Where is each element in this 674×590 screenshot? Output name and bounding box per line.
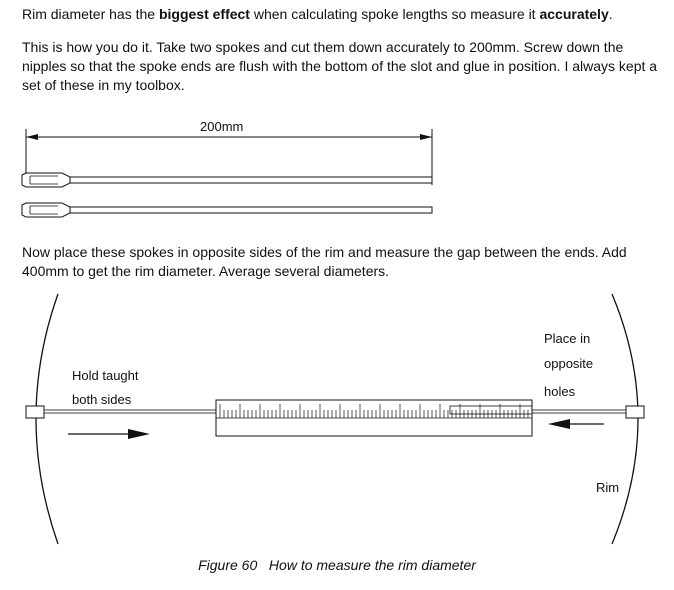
label-rim: Rim — [596, 480, 619, 495]
right-nipple — [625, 405, 645, 419]
label-place-in: Place in — [544, 331, 590, 346]
left-spoke — [43, 409, 217, 414]
rule-slider — [449, 405, 533, 415]
label-opposite: opposite — [544, 356, 593, 371]
intro-paragraph-2: This is how you do it. Take two spokes a… — [22, 39, 658, 93]
label-both-sides: both sides — [72, 392, 132, 407]
p1-text-a: Rim diameter has the — [22, 6, 159, 22]
arrow-left-icon — [548, 419, 604, 429]
rim-arc-left — [35, 293, 59, 545]
dimension-arrow-left — [26, 134, 38, 140]
label-holes: holes — [544, 384, 576, 399]
rim-arc-right — [611, 293, 639, 545]
measuring-rule — [215, 399, 533, 437]
p1-text-c: when calculating spoke lengths so measur… — [249, 6, 540, 22]
rim-measurement-figure: Hold taught both sides Place in opposite… — [25, 293, 645, 545]
spoke-2 — [21, 202, 433, 218]
dimension-label: 200mm — [200, 119, 243, 134]
p1-text-e: . — [608, 6, 613, 22]
p1-emphasis-biggest-effect: biggest effect — [158, 6, 250, 22]
intro-paragraph-3: Now place these spokes in opposite sides… — [22, 244, 627, 279]
arrow-right-icon — [68, 429, 150, 439]
intro-paragraph-1: Rim diameter has the biggest effect when… — [22, 5, 662, 24]
spoke-dimension-figure: 200mm — [21, 119, 433, 218]
figure-caption-text: How to measure the rim diameter — [268, 557, 476, 573]
label-hold-taught: Hold taught — [72, 368, 139, 383]
spoke-1 — [21, 172, 433, 188]
figure-number: Figure 60 — [198, 557, 258, 573]
figure-caption: Figure 60 How to measure the rim diamete… — [0, 557, 674, 573]
p1-emphasis-accurately: accurately — [539, 6, 609, 22]
dimension-arrow-right — [420, 134, 432, 140]
left-nipple — [25, 405, 45, 419]
